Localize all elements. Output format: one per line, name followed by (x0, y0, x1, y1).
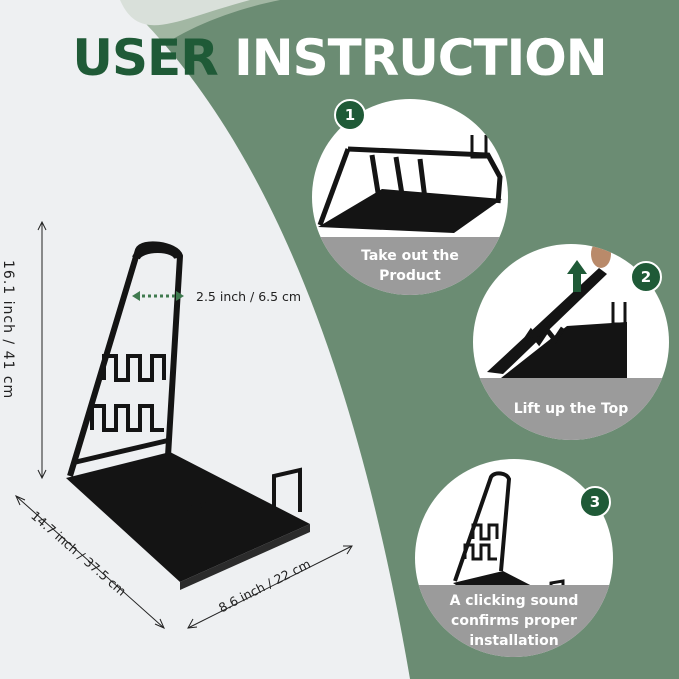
step-2-badge: 2 (630, 261, 662, 293)
page-title: USER INSTRUCTION (0, 22, 679, 94)
width-arrow (187, 545, 353, 629)
left-white-panel-upper (0, 0, 250, 26)
width-arrowhead-right (343, 545, 353, 555)
step-1-text: Take out the Product (361, 248, 459, 284)
length-arrow (15, 495, 165, 629)
stand-post-right (272, 467, 302, 518)
length-arrowhead-bottom (154, 618, 165, 629)
height-arrowhead-bottom (37, 469, 47, 480)
width-arrowhead-left (187, 618, 198, 629)
stand-crossbar (75, 437, 171, 465)
stand-base-plate (66, 452, 310, 582)
step-2-text: Lift up the Top (513, 401, 629, 417)
step-2-band: Lift up the Top (473, 378, 669, 440)
stand-zigzag-lower (90, 404, 164, 432)
step-1-illustration (317, 135, 503, 233)
title-part-user: USER (72, 29, 218, 87)
stand-base-edge (180, 524, 310, 590)
step-1-badge: 1 (334, 99, 366, 131)
stand-handle (132, 245, 182, 261)
dimension-handle-label: 2.5 inch / 6.5 cm (196, 289, 302, 304)
height-arrowhead-top (37, 220, 47, 231)
step-2-illustration (487, 244, 627, 378)
step-1-band: Take out the Product (312, 237, 508, 295)
title-part-instruction: INSTRUCTION (234, 29, 607, 87)
stand-zigzag-upper (102, 354, 166, 382)
step-3-band: A clicking sound confirms proper install… (415, 585, 613, 657)
lift-arrow-icon (567, 260, 587, 292)
handle-width-arrowhead-left (132, 291, 140, 301)
dimension-height-label: 16.1 inch / 41 cm (0, 260, 16, 400)
step-3-badge: 3 (579, 486, 611, 518)
handle-width-arrowhead-right (176, 291, 184, 301)
length-arrowhead-top (15, 495, 26, 506)
hand-icon (591, 244, 611, 268)
step-3-text: A clicking sound confirms proper install… (449, 593, 579, 649)
step-1-circle: Take out the Product (312, 99, 508, 295)
stand-post-left (178, 501, 210, 554)
step-3-circle: A clicking sound confirms proper install… (415, 459, 613, 657)
